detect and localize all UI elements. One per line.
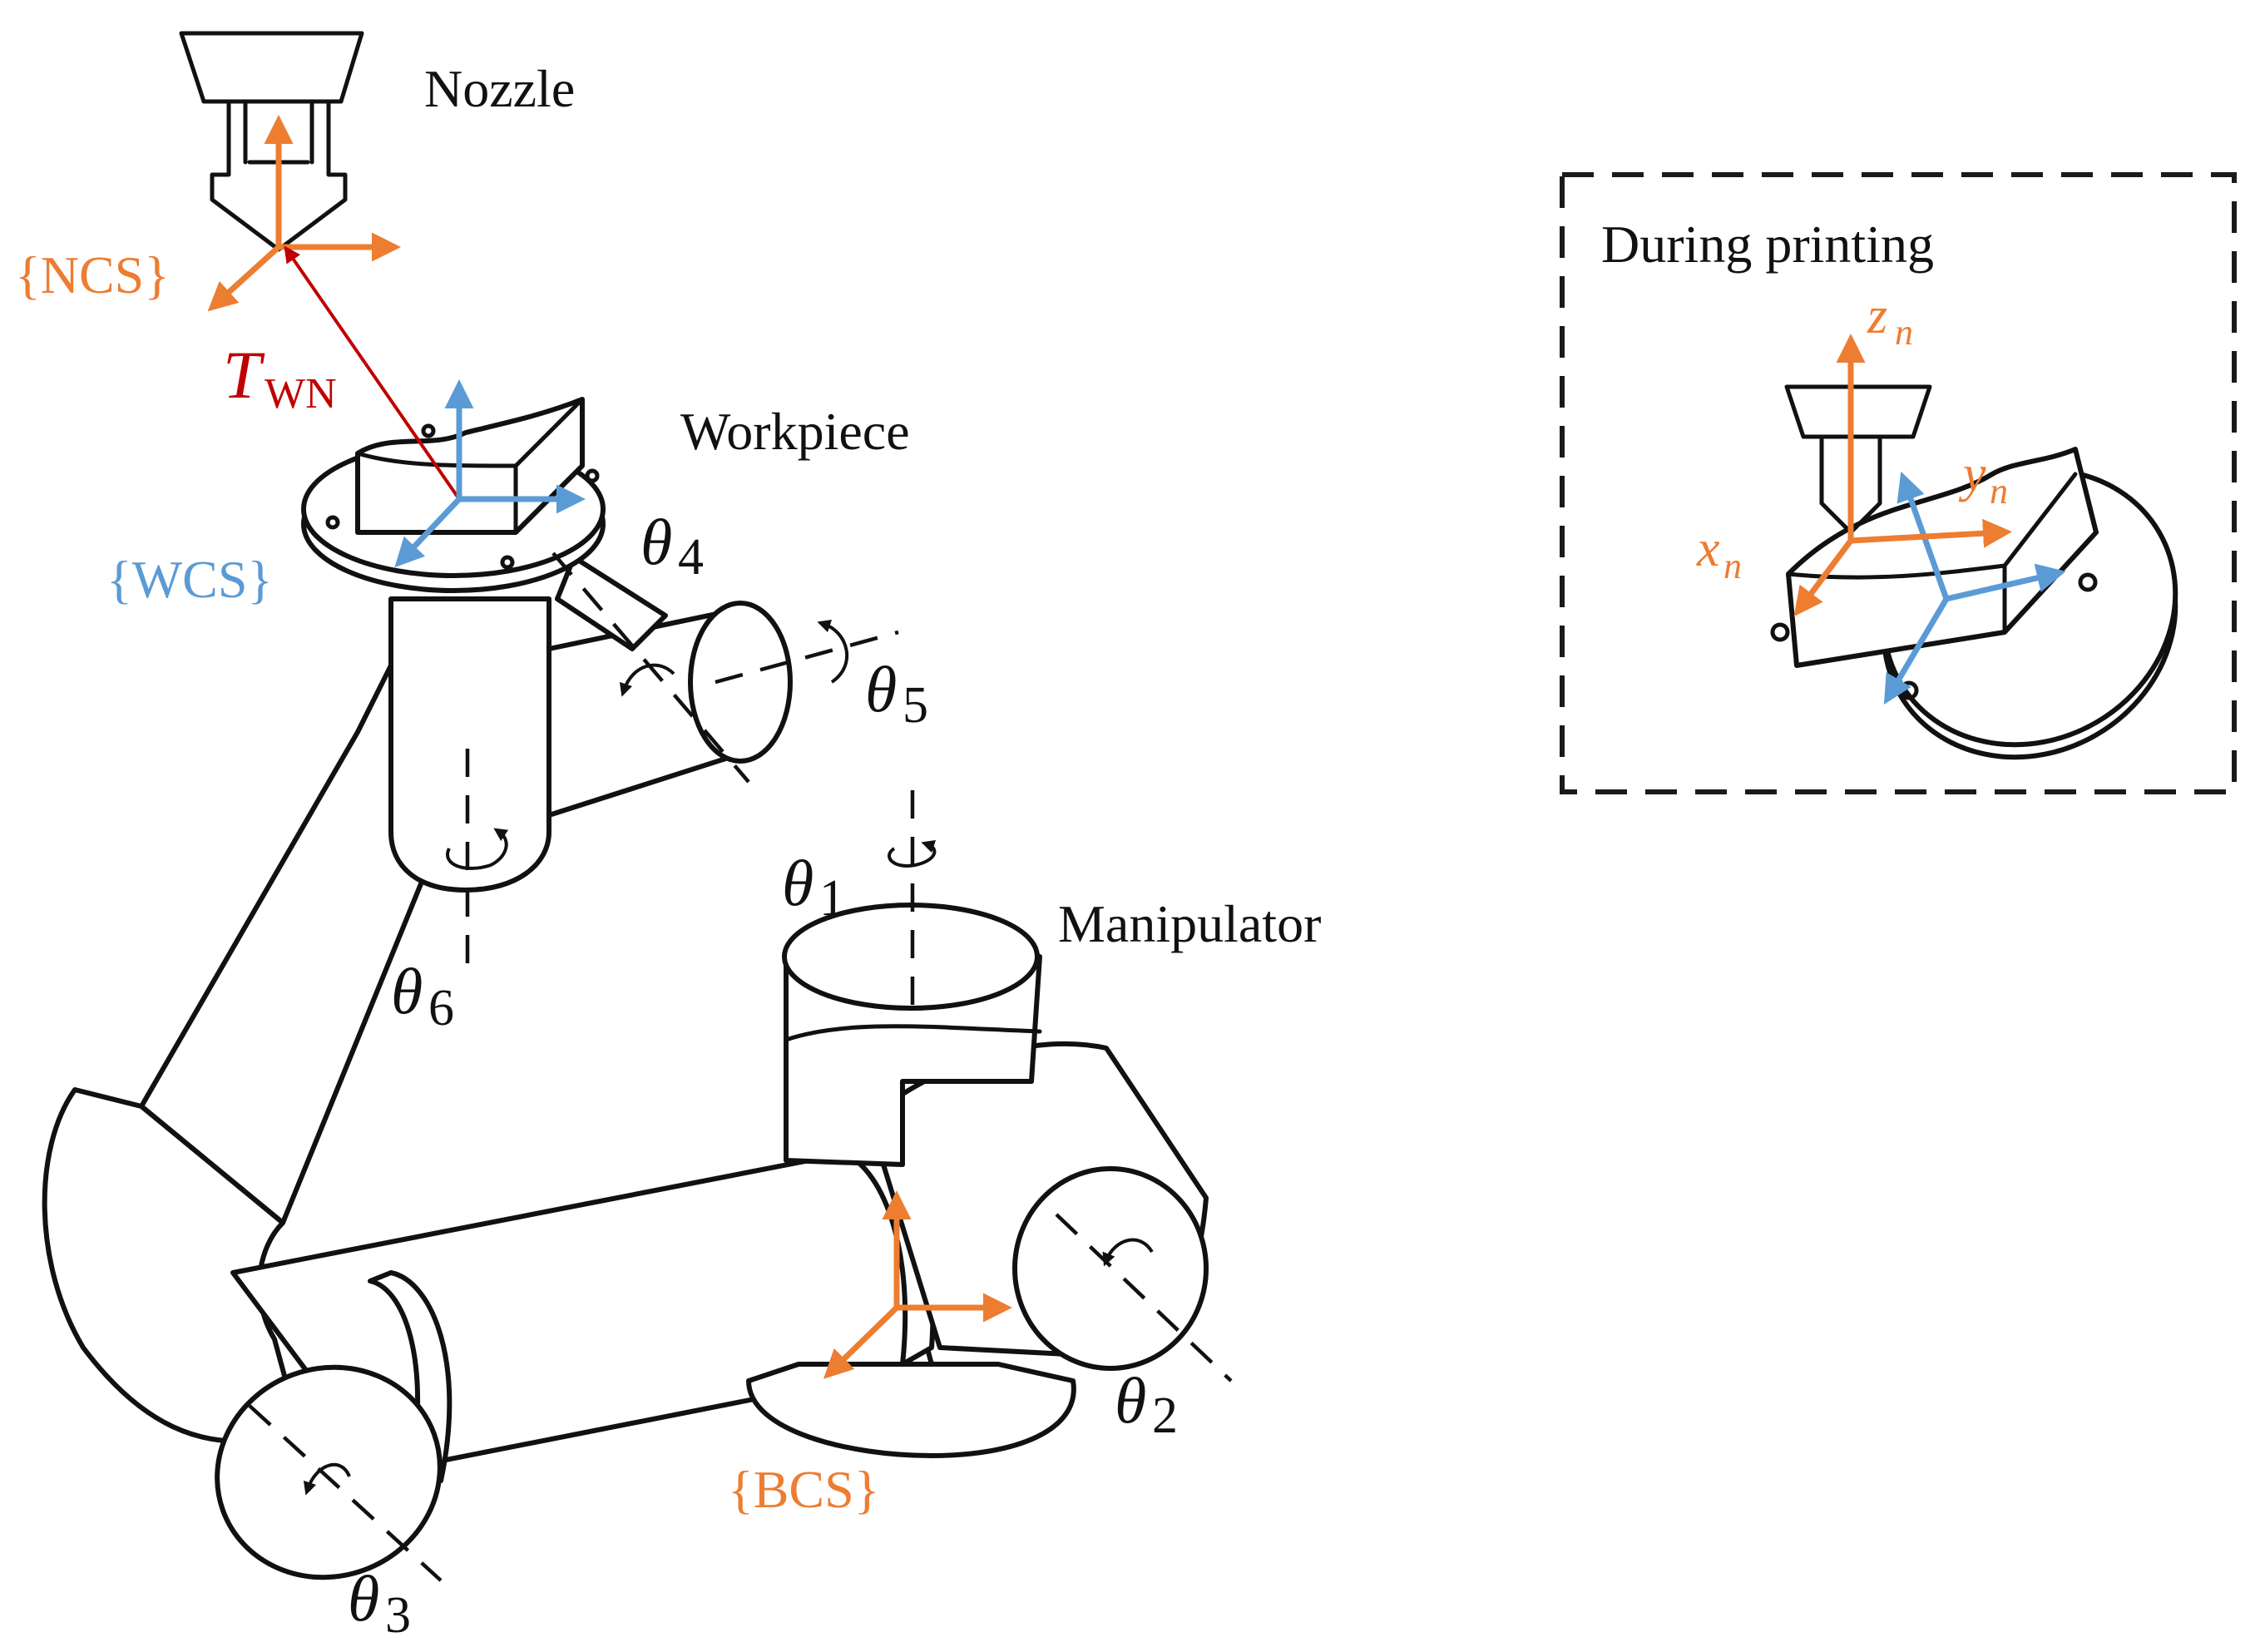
svg-text:z: z [1867,288,1887,344]
nozzle-label: Nozzle [424,59,575,118]
during-printing-inset [1560,172,2237,794]
wcs-label: {WCS} [106,550,273,609]
svg-text:3: 3 [385,1587,411,1644]
svg-text:6: 6 [428,980,454,1036]
axis-theta5 [715,630,899,685]
svg-text:θ: θ [782,847,814,919]
yn-label: y n [1958,446,2008,512]
svg-text:2: 2 [1152,1387,1178,1444]
transform-arrow [284,245,461,501]
svg-text:4: 4 [678,529,704,586]
svg-text:θ: θ [1115,1364,1146,1437]
rotation-arcs [303,619,1154,1496]
theta6-label: θ 6 [391,955,454,1036]
bcs-label: {BCS} [728,1460,879,1519]
manipulator-drawing [42,397,1209,1580]
svg-text:y: y [1958,446,1986,502]
bcs-frame [823,1190,1012,1379]
zn-label: z n [1867,288,1913,353]
svg-text:θ: θ [348,1562,379,1635]
svg-text:n: n [1723,546,1742,586]
axis-theta2 [1055,1213,1233,1382]
during-printing-label: During printing [1601,215,1934,274]
ncs-label: {NCS} [15,245,170,304]
svg-text:WN: WN [265,370,337,418]
joint-axes [248,551,1233,1582]
manipulator-label: Manipulator [1058,894,1321,953]
xn-label: x n [1696,521,1742,586]
ncs-frame [207,115,401,312]
svg-text:n: n [1895,312,1913,353]
theta5-label: θ 5 [865,653,928,734]
svg-text:5: 5 [903,677,928,734]
nozzle-drawing [179,31,364,252]
wcs-frame [394,379,586,568]
transform-label: T WN [223,337,337,418]
axis-theta4 [551,551,750,784]
theta4-label: θ 4 [640,506,704,586]
theta2-label: θ 2 [1115,1364,1178,1444]
theta3-label: θ 3 [348,1562,411,1644]
theta1-label: θ 1 [782,847,845,927]
svg-text:T: T [223,337,265,413]
svg-text:n: n [1990,471,2008,512]
workpiece-label: Workpiece [680,402,910,461]
svg-text:θ: θ [865,653,897,725]
svg-text:x: x [1696,521,1720,577]
svg-text:θ: θ [391,955,423,1027]
svg-text:θ: θ [640,506,672,578]
svg-text:1: 1 [819,870,845,927]
